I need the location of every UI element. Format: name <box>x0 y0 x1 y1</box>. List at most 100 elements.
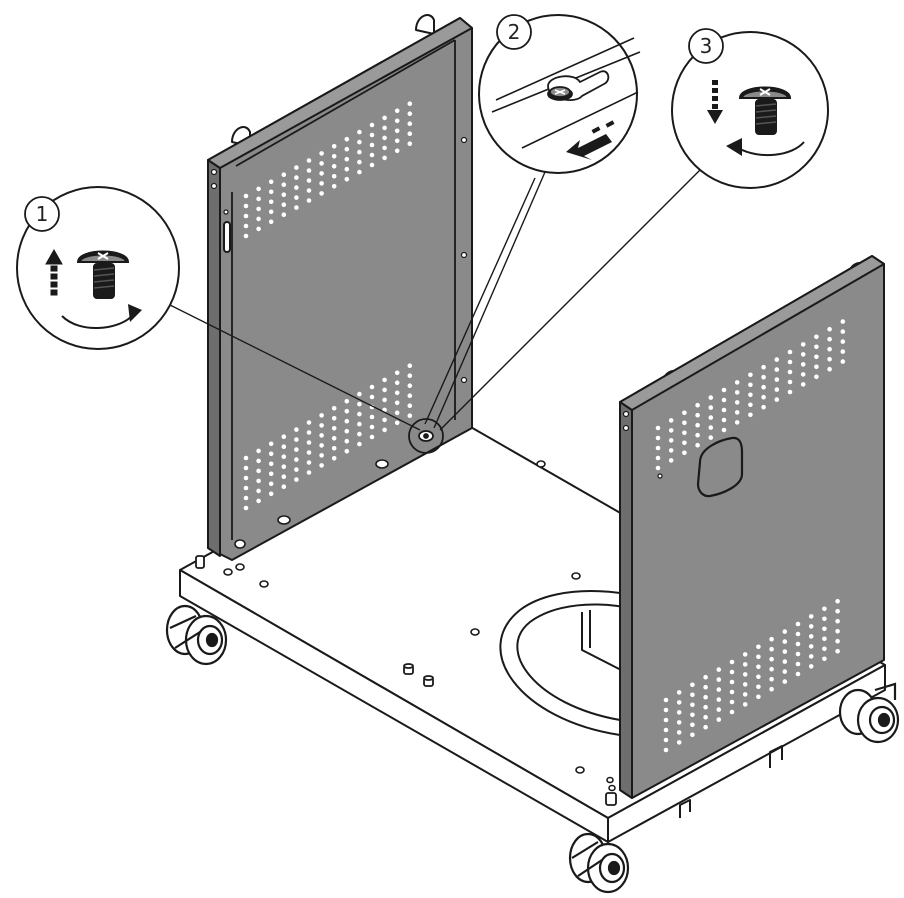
perforation-hole <box>690 702 695 708</box>
perforation-hole <box>268 219 274 225</box>
perforation-hole <box>407 403 413 409</box>
perforation-hole <box>822 636 827 642</box>
perforation-hole <box>281 212 287 217</box>
perforation-hole <box>782 649 788 654</box>
perforation-hole <box>243 475 249 481</box>
perforation-hole <box>822 646 827 652</box>
perforation-hole <box>703 684 708 690</box>
perforation-hole <box>761 404 766 410</box>
perforation-hole <box>795 641 801 647</box>
perforation-hole <box>243 495 249 501</box>
perforation-hole <box>256 206 261 212</box>
perforation-hole <box>331 446 337 451</box>
perforation-hole <box>306 450 312 455</box>
perforation-hole <box>243 203 249 209</box>
perforation-hole <box>787 359 793 365</box>
perforation-hole <box>306 198 312 203</box>
perforation-hole <box>243 505 249 511</box>
perforation-hole <box>800 372 806 377</box>
perforation-hole <box>319 191 324 196</box>
perforation-hole <box>369 394 375 400</box>
perforation-hole <box>729 669 735 675</box>
perforation-hole <box>306 188 312 193</box>
perforation-hole <box>369 424 375 430</box>
perforation-hole <box>808 654 814 659</box>
perforation-hole <box>742 702 748 707</box>
perforation-hole <box>729 709 735 715</box>
left-panel-edge <box>207 159 221 557</box>
perforation-hole <box>748 372 753 378</box>
base-bolts <box>195 555 617 806</box>
perforation-hole <box>344 136 350 142</box>
perforation-hole <box>708 415 714 420</box>
step-number-1: 1 <box>36 202 49 226</box>
perforation-hole <box>761 374 766 380</box>
perforation-hole <box>721 407 727 413</box>
perforation-hole <box>331 164 337 169</box>
perforation-hole <box>663 717 669 723</box>
perforation-hole <box>808 634 814 639</box>
perforation-hole <box>840 319 846 324</box>
perforation-hole <box>394 108 400 114</box>
perforation-hole <box>256 478 261 484</box>
perforation-hole <box>695 442 700 448</box>
base-side-face <box>607 664 886 843</box>
left-panel-top-edge <box>207 17 473 169</box>
panel-tab <box>415 14 435 35</box>
perforation-hole <box>769 646 774 652</box>
perforation-hole <box>682 440 687 446</box>
perforation-hole <box>663 747 669 753</box>
left-panel-slot <box>223 221 231 253</box>
perforation-hole <box>331 174 337 179</box>
perforation-hole <box>294 477 299 482</box>
perforation-hole <box>243 455 249 461</box>
perforation-hole <box>716 687 722 692</box>
perforation-hole <box>281 444 287 450</box>
perforation-hole <box>331 144 337 149</box>
step-number-2: 2 <box>508 20 521 44</box>
perforation-hole <box>256 216 261 222</box>
perforation-hole <box>663 737 669 743</box>
perforation-hole <box>394 148 400 154</box>
right-panel-perforations <box>655 319 846 753</box>
perforation-hole <box>268 451 274 457</box>
perforation-hole <box>814 354 819 360</box>
perforation-hole <box>394 118 400 124</box>
perforation-hole <box>281 192 287 197</box>
perforation-hole <box>814 344 819 350</box>
detail-callout-3: 3 <box>671 28 829 189</box>
perforation-hole <box>256 458 261 464</box>
attachment-point <box>408 418 444 454</box>
step-number-badge <box>496 14 532 50</box>
perforation-hole <box>774 357 780 362</box>
perforation-hole <box>369 162 375 168</box>
perforation-hole <box>331 416 337 421</box>
perforation-hole <box>306 178 312 183</box>
perforation-hole <box>703 714 708 720</box>
perforation-hole <box>668 448 674 453</box>
perforation-hole <box>703 674 708 680</box>
perforation-hole <box>382 125 387 131</box>
perforation-hole <box>734 390 740 395</box>
perforation-hole <box>800 342 806 347</box>
perforation-hole <box>382 135 387 141</box>
perforation-hole <box>676 710 682 715</box>
perforation-hole <box>407 131 413 136</box>
perforation-hole <box>369 152 375 158</box>
perforation-hole <box>721 417 727 423</box>
perforation-hole <box>344 146 350 152</box>
step-number-3: 3 <box>700 34 713 58</box>
perforation-hole <box>695 412 700 418</box>
perforation-hole <box>294 437 299 442</box>
perforation-hole <box>782 639 788 644</box>
perforation-hole <box>769 656 774 662</box>
perforation-hole <box>243 213 249 219</box>
perforation-hole <box>835 608 840 614</box>
rotate-clockwise-icon <box>61 304 142 329</box>
perforation-hole <box>840 359 846 364</box>
perforation-hole <box>795 661 801 667</box>
perforation-hole <box>703 694 708 700</box>
perforation-hole <box>782 669 788 674</box>
perforation-hole <box>306 168 312 173</box>
perforation-hole <box>787 389 793 395</box>
